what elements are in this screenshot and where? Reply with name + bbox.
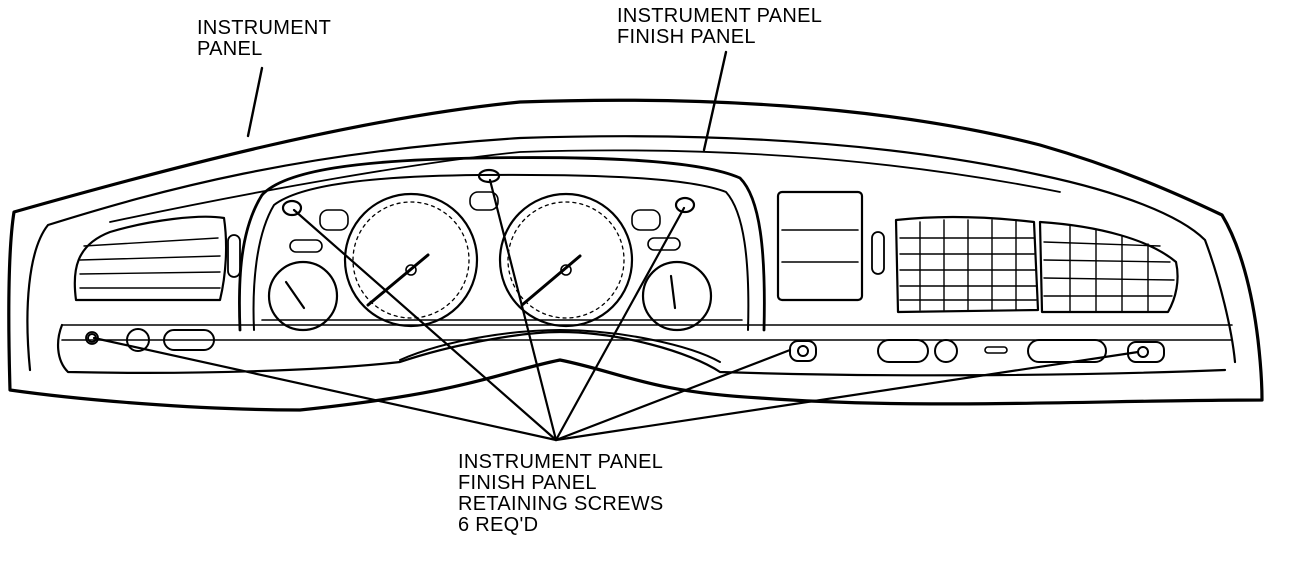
right-small-gauge — [641, 260, 713, 332]
left-air-vent — [73, 215, 241, 352]
leader-finish-panel — [702, 50, 728, 152]
screw-lower-center-right — [789, 340, 817, 362]
radio-unit — [776, 190, 885, 302]
instrument-panel-finish-panel — [238, 156, 766, 363]
speedometer-needle-icon — [366, 253, 430, 307]
label-instrument-panel: INSTRUMENT PANEL — [197, 17, 332, 60]
retaining-screws — [87, 168, 1149, 362]
screw-top-center — [477, 168, 501, 184]
leader-lines — [92, 50, 1140, 442]
right-lower-controls — [877, 339, 1165, 363]
instrument-panel-body — [7, 98, 1264, 412]
indicator-slot — [319, 209, 349, 231]
tachometer — [498, 192, 634, 328]
label-retaining-screws: INSTRUMENT PANEL FINISH PANEL RETAINING … — [458, 451, 664, 536]
leader-instrument-panel — [246, 66, 264, 138]
screw-right-hood — [674, 196, 696, 214]
screw-left-hood — [281, 199, 303, 217]
screw-lower-right — [1137, 346, 1149, 358]
right-air-vent — [894, 215, 1179, 314]
tachometer-needle-icon — [520, 254, 582, 307]
left-small-gauge — [267, 260, 339, 332]
label-instrument-panel-finish-panel: INSTRUMENT PANEL FINISH PANEL — [617, 5, 823, 48]
speedometer — [343, 192, 479, 328]
gauge-cluster — [267, 191, 713, 332]
